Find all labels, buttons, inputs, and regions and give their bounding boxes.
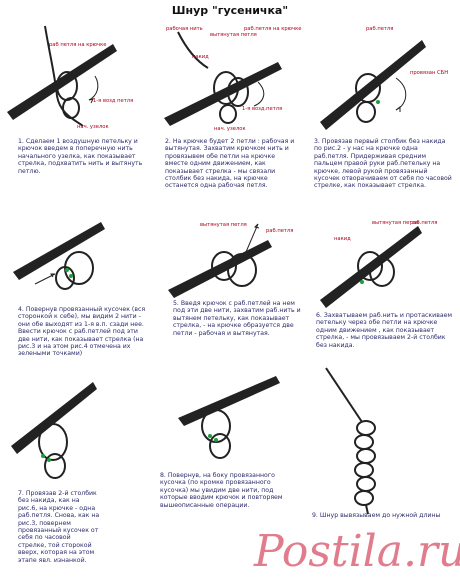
label-sc-done: провязан СБН bbox=[410, 70, 448, 76]
step-4-illustration bbox=[5, 212, 155, 308]
label-pulled-loop: вытянутая петля bbox=[210, 32, 257, 38]
step-4-caption: 4. Повернув провязанный кусочек (вся сто… bbox=[18, 306, 146, 358]
step-8-illustration bbox=[158, 370, 308, 466]
step-2-illustration: рабочая нить вытянутая петля раб.петля н… bbox=[158, 22, 308, 140]
label-pulled-loop: вытянутая петля bbox=[200, 222, 247, 228]
label-first-chain: 1-я возд петля bbox=[93, 98, 133, 104]
step-8-caption: 8. Повернув, на боку провязанного кусочк… bbox=[160, 472, 283, 509]
step-3-caption: 3. Провязав первый столбик без накида по… bbox=[314, 138, 452, 190]
crochet-hook-icon bbox=[11, 382, 97, 454]
label-yarn-over: накид bbox=[192, 54, 209, 60]
marker-dot bbox=[360, 280, 364, 284]
marker-dot bbox=[65, 268, 69, 272]
svg-text:Postila.ru: Postila.ru bbox=[253, 526, 460, 576]
step-9-caption: 9. Шнур вывязываем до нужной длины bbox=[312, 512, 441, 519]
marker-dot bbox=[214, 438, 218, 442]
label-first-chain: 1-я возд.петля bbox=[242, 106, 282, 112]
step-7-caption: 7. Провязав 2-й столбик без накида, как … bbox=[18, 490, 100, 564]
label-working-loop: раб.петля bbox=[410, 220, 437, 226]
crochet-hook-icon bbox=[13, 222, 105, 280]
label-working-loop: раб.петля bbox=[366, 26, 393, 32]
label-working-yarn: рабочая нить bbox=[166, 26, 203, 32]
step-2-caption: 2. На крючке будет 2 петли : рабочая и в… bbox=[165, 138, 295, 190]
label-pulled-loop: вытянутая петля bbox=[372, 220, 419, 226]
step-7-illustration bbox=[5, 370, 155, 488]
label-slip-knot: нач. узелок bbox=[77, 124, 109, 130]
step-5-illustration: вытянутая петля раб.петля bbox=[158, 212, 308, 308]
label-slip-knot: нач. узелок bbox=[214, 126, 246, 132]
crochet-hook-icon bbox=[178, 376, 280, 426]
step-1-illustration: раб петля на крючке 1-я возд петля нач. … bbox=[5, 16, 155, 134]
label-working-loop: раб.петля bbox=[266, 228, 293, 234]
label-working-loop: раб петля на крючке bbox=[49, 42, 106, 48]
step-9-illustration bbox=[306, 362, 456, 518]
label-working-loop: раб.петля на крючке bbox=[244, 26, 301, 32]
step-6-caption: 6. Захватываем раб.нить и протаскиваем п… bbox=[316, 312, 453, 349]
step-6-illustration: вытянутая петля раб.петля накид bbox=[306, 212, 456, 308]
page-title: Шнур "гусеничка" bbox=[171, 4, 289, 17]
marker-dot bbox=[47, 458, 51, 462]
marker-dot bbox=[208, 434, 212, 438]
crochet-hook-icon bbox=[164, 62, 282, 126]
marker-dot bbox=[376, 100, 380, 104]
crochet-hook-icon bbox=[7, 44, 117, 120]
marker-dot bbox=[41, 454, 45, 458]
postila-watermark-logo: Postila.ru bbox=[250, 520, 460, 576]
marker-dot bbox=[69, 274, 73, 278]
step-5-caption: 5. Введя крючок с раб.петлей на нем под … bbox=[173, 300, 301, 337]
label-yarn-over: накид bbox=[334, 236, 351, 242]
crochet-hook-icon bbox=[320, 40, 426, 130]
step-3-illustration: раб.петля провязан СБН bbox=[306, 22, 456, 140]
step-1-caption: 1. Сделаем 1 воздушную петельку и крючок… bbox=[18, 138, 143, 175]
